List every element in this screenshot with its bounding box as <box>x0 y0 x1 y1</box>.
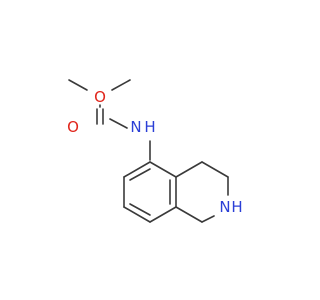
ring-double-2 <box>129 203 151 216</box>
carbamate-nitrogen-label: N <box>130 118 141 136</box>
ring-hydrogen-label: H <box>231 198 242 216</box>
carbonyl-oxygen-label: O <box>67 118 79 136</box>
ring-bond-4 <box>149 206 177 223</box>
carbamate-hydrogen-label: H <box>144 118 155 136</box>
sat-ring-bond-4 <box>201 215 215 223</box>
ring-bond-6 <box>149 161 177 178</box>
structure-canvas: O O N H N H <box>67 79 243 223</box>
bond-c-nh <box>109 118 128 129</box>
bond-oxygen-carbonyl <box>111 79 131 91</box>
sat-ring-bond-5 <box>175 206 203 223</box>
sat-ring-bond-2 <box>201 161 229 178</box>
ring-bond-1 <box>123 161 151 178</box>
ring-double-1 <box>129 168 151 181</box>
sat-ring-bond-1 <box>175 161 203 178</box>
molecule-diagram: O O N H N H <box>67 79 243 223</box>
ring-bond-3 <box>123 206 151 223</box>
bond-methyl-oxygen <box>68 79 88 91</box>
ether-oxygen-label: O <box>94 88 106 106</box>
ring-nitrogen-label: N <box>219 198 230 216</box>
